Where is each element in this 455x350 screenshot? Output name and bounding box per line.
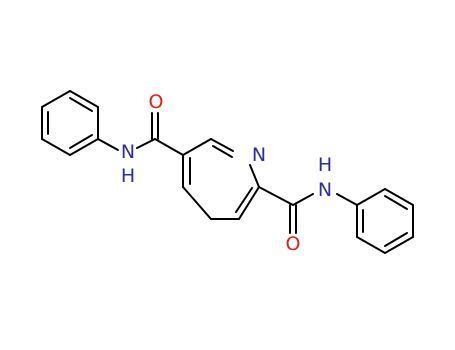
bond xyxy=(182,138,212,156)
bond xyxy=(69,97,93,112)
nitrogen-label-left-amide: N xyxy=(121,141,135,163)
bonds xyxy=(41,90,414,254)
bond xyxy=(258,186,294,206)
bond xyxy=(41,90,71,108)
bond xyxy=(384,236,414,254)
bond xyxy=(356,236,386,254)
oxygen-label-left: O xyxy=(149,91,164,113)
bond xyxy=(384,232,408,247)
bond xyxy=(384,188,414,206)
bond xyxy=(210,138,234,152)
bond xyxy=(336,193,358,206)
oxygen-label-right: O xyxy=(286,233,301,255)
bond xyxy=(69,138,99,156)
bond xyxy=(356,188,386,206)
bond xyxy=(97,138,119,151)
hydrogen-label-right-amide: H xyxy=(318,154,332,176)
atom-labels: O N H N N H O xyxy=(121,91,332,255)
bond xyxy=(69,90,99,108)
nitrogen-label-pyridine: N xyxy=(252,144,266,166)
bond xyxy=(182,186,212,220)
nitrogen-label-right-amide: N xyxy=(318,179,332,201)
bond xyxy=(136,138,156,149)
bond xyxy=(41,138,71,156)
bond xyxy=(69,134,93,149)
bond xyxy=(235,187,253,213)
bond xyxy=(249,164,260,188)
bond xyxy=(154,138,184,156)
bond xyxy=(292,193,314,206)
bond xyxy=(384,195,408,210)
bond xyxy=(238,186,260,220)
hydrogen-label-left-amide: H xyxy=(121,165,135,187)
bond xyxy=(212,145,233,158)
